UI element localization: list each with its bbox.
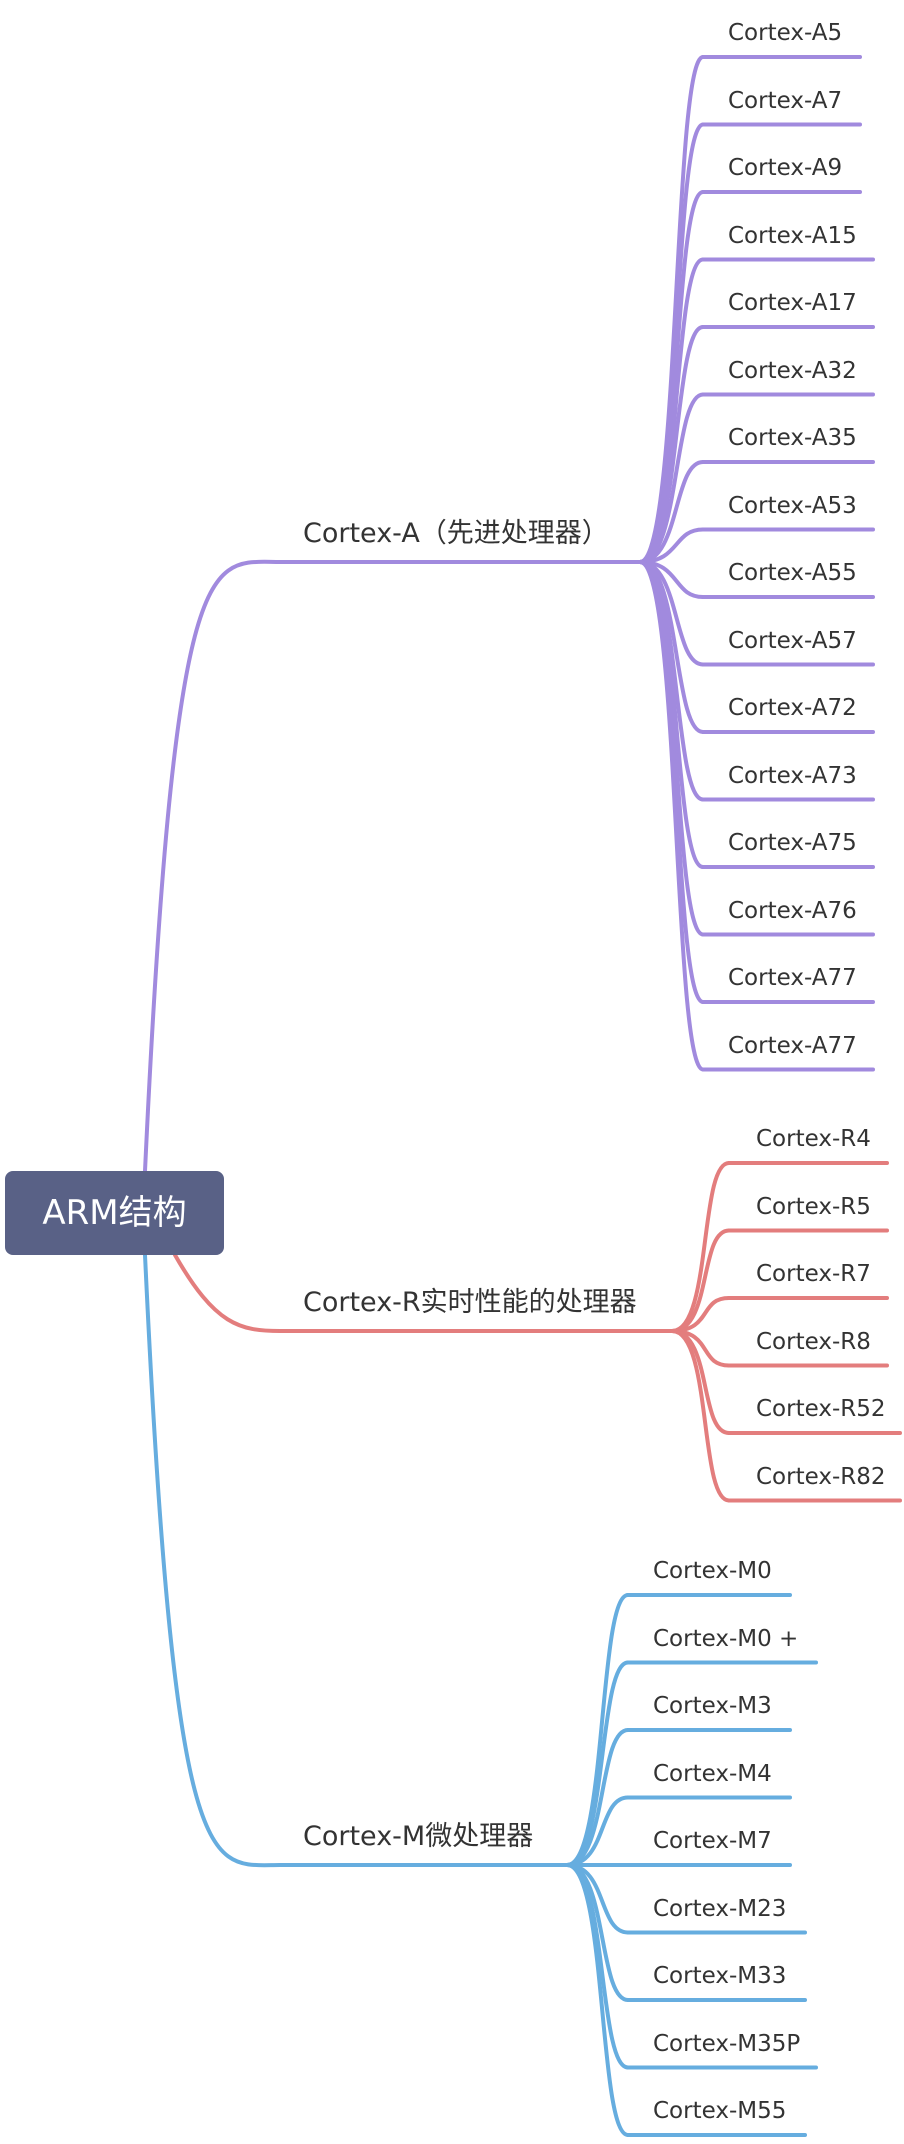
leaf-label-1-11[interactable]: Cortex-A72 <box>728 695 857 721</box>
connector-branch-1-leaf-6 <box>638 392 705 564</box>
leaf-label-3-8[interactable]: Cortex-M35P <box>653 2030 801 2057</box>
leaf-label-1-3[interactable]: Cortex-A9 <box>728 155 843 181</box>
connector-branch-3-leaf-4 <box>565 1795 630 1867</box>
leaf-label-1-15[interactable]: Cortex-A77 <box>728 965 857 991</box>
leaf-label-2-6[interactable]: Cortex-R82 <box>756 1463 886 1490</box>
connector-branch-2-leaf-3 <box>670 1296 731 1333</box>
leaf-label-3-5[interactable]: Cortex-M7 <box>653 1828 772 1854</box>
connector-branch-1-leaf-5 <box>638 325 705 564</box>
leaf-label-1-2[interactable]: Cortex-A7 <box>728 87 843 114</box>
branch-label-1[interactable]: Cortex-A（先进处理器） <box>303 518 609 549</box>
leaf-label-1-12[interactable]: Cortex-A73 <box>728 762 857 789</box>
leaf-label-2-2[interactable]: Cortex-R5 <box>756 1193 871 1220</box>
leaf-label-3-9[interactable]: Cortex-M55 <box>653 2098 787 2124</box>
leaf-label-3-3[interactable]: Cortex-M3 <box>653 1693 772 1719</box>
leaf-label-1-8[interactable]: Cortex-A53 <box>728 492 857 519</box>
leaf-label-2-5[interactable]: Cortex-R52 <box>756 1396 886 1422</box>
branch-label-3[interactable]: Cortex-M微处理器 <box>303 1821 534 1852</box>
root-node[interactable]: ARM结构 <box>5 1171 224 1255</box>
leaf-label-2-4[interactable]: Cortex-R8 <box>756 1328 871 1355</box>
leaf-label-1-6[interactable]: Cortex-A32 <box>728 357 857 384</box>
connector-branch-1-leaf-8 <box>638 527 705 564</box>
connector-branch-3-leaf-1 <box>565 1593 630 1867</box>
leaf-label-1-16[interactable]: Cortex-A77 <box>728 1032 857 1059</box>
connector-root-to-branch-2 <box>173 1253 282 1333</box>
leaf-label-1-14[interactable]: Cortex-A76 <box>728 897 857 924</box>
leaf-label-1-4[interactable]: Cortex-A15 <box>728 222 857 249</box>
leaf-label-2-1[interactable]: Cortex-R4 <box>756 1126 871 1152</box>
leaf-label-1-10[interactable]: Cortex-A57 <box>728 627 857 654</box>
leaf-label-3-6[interactable]: Cortex-M23 <box>653 1895 787 1922</box>
branch-label-2[interactable]: Cortex-R实时性能的处理器 <box>303 1287 637 1318</box>
leaf-label-3-4[interactable]: Cortex-M4 <box>653 1760 772 1787</box>
connector-branch-3-leaf-9 <box>565 1863 630 2137</box>
leaf-label-1-13[interactable]: Cortex-A75 <box>728 830 857 856</box>
leaf-label-1-1[interactable]: Cortex-A5 <box>728 20 843 46</box>
connector-branch-2-leaf-2 <box>670 1228 731 1333</box>
leaf-label-3-7[interactable]: Cortex-M33 <box>653 1963 787 1989</box>
leaf-label-2-3[interactable]: Cortex-R7 <box>756 1261 871 1287</box>
connector-branch-3-leaf-3 <box>565 1728 630 1867</box>
leaf-label-3-2[interactable]: Cortex-M0 + <box>653 1625 799 1652</box>
leaf-label-1-7[interactable]: Cortex-A35 <box>728 425 857 451</box>
leaf-label-1-5[interactable]: Cortex-A17 <box>728 290 857 316</box>
connector-branch-3-leaf-2 <box>565 1660 630 1867</box>
connector-root-to-branch-3 <box>143 1253 282 1868</box>
connector-branch-2-leaf-1 <box>670 1161 731 1333</box>
leaf-label-1-9[interactable]: Cortex-A55 <box>728 560 857 586</box>
connector-root-to-branch-1 <box>143 559 282 1173</box>
connector-branch-1-leaf-7 <box>638 460 705 564</box>
connector-branch-1-leaf-16 <box>638 560 705 1072</box>
leaf-label-3-1[interactable]: Cortex-M0 <box>653 1558 772 1584</box>
connector-branch-2-leaf-6 <box>670 1329 731 1503</box>
